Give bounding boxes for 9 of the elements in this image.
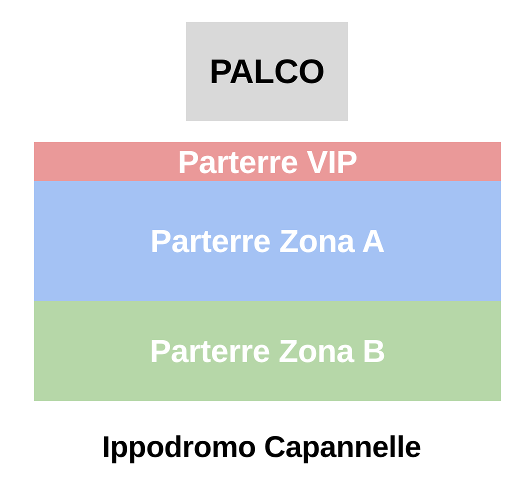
seating-zone [34, 142, 501, 181]
stage-label: PALCO [210, 54, 324, 88]
zone-label: Parterre Zona B [150, 335, 386, 367]
venue-caption: Ippodromo Capannelle [100, 431, 422, 464]
stage-area [186, 22, 348, 121]
zone-label: Parterre Zona A [150, 225, 385, 257]
zone-label: Parterre VIP [178, 146, 358, 178]
seating-zone [34, 181, 501, 301]
seating-zone [34, 301, 501, 401]
